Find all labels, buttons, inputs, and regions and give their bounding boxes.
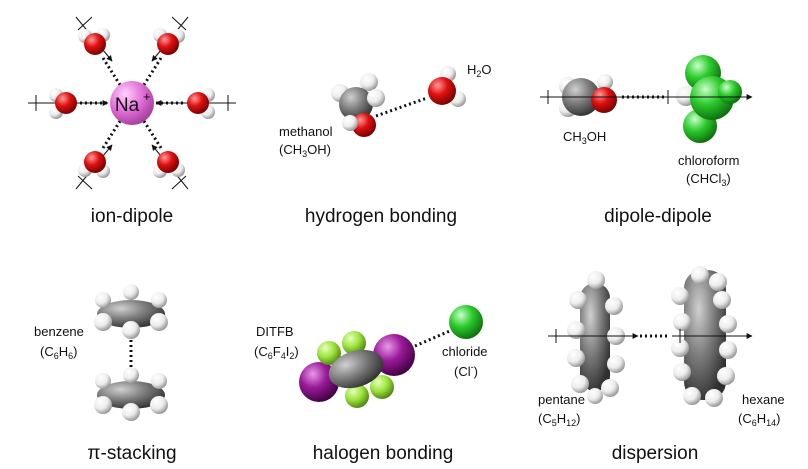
svg-text:(C6F4I2): (C6F4I2) [254, 344, 299, 361]
svg-text:(C6H6): (C6H6) [40, 344, 77, 361]
pentane-label: pentane (C5H12) [538, 392, 585, 428]
water-molecule-right [155, 88, 236, 119]
benzene-label: benzene (C6H6) [34, 324, 84, 361]
svg-text:(C5H12): (C5H12) [538, 411, 580, 428]
water-molecule-top-left [75, 16, 113, 62]
caption-halogen-bonding: halogen bonding [313, 443, 454, 464]
caption-dispersion: dispersion [612, 443, 699, 464]
svg-text:CH3OH: CH3OH [563, 129, 606, 146]
dipole-dipole-panel: CH3OH chloroform (CHCl3) dipole-dipole [540, 55, 753, 227]
hydrogen-bond-dots [375, 96, 428, 118]
svg-text:(CH3OH): (CH3OH) [279, 142, 331, 159]
halogen-bonding-panel: DITFB (C6F4I2) chloride (Cl-) halogen bo… [254, 305, 488, 464]
sodium-ion-charge: + [143, 89, 151, 104]
caption-pi-stacking: π-stacking [87, 443, 176, 464]
hexane-label: hexane (C6H14) [738, 392, 785, 428]
water-label: H2O [467, 62, 492, 79]
svg-text:(Cl-): (Cl-) [454, 362, 478, 379]
sodium-ion: Na + [110, 81, 154, 125]
water-molecule-hb [428, 66, 466, 107]
sodium-ion-sphere [110, 81, 154, 125]
caption-ion-dipole: ion-dipole [91, 206, 173, 227]
ch3oh-label: CH3OH [563, 129, 606, 146]
methanol-label: methanol (CH3OH) [279, 124, 333, 159]
svg-text:(CHCl3): (CHCl3) [686, 171, 731, 188]
hexane-molecule [671, 266, 737, 407]
caption-dipole-dipole: dipole-dipole [604, 206, 712, 227]
pentane-name: pentane [538, 392, 585, 407]
methanol-molecule [331, 73, 385, 137]
caption-hydrogen-bonding: hydrogen bonding [305, 206, 457, 227]
water-molecule-bottom-left [75, 144, 113, 190]
ditfb-label: DITFB (C6F4I2) [254, 324, 299, 361]
ditfb-molecule [299, 331, 415, 408]
halogen-bond-dots [414, 328, 453, 348]
benzene-top [94, 284, 168, 339]
sodium-ion-label: Na [115, 95, 140, 116]
ditfb-name: DITFB [256, 324, 294, 339]
ion-dipole-panel: Na + [28, 16, 236, 227]
water-molecule-bottom-right [151, 144, 189, 190]
hydrogen-bonding-panel: H2O methanol (CH3OH) hydrogen bonding [279, 62, 492, 227]
chloride-label: chloride (Cl-) [442, 344, 488, 379]
methanol-molecule-dd [559, 74, 617, 117]
water-molecule-left [28, 88, 109, 119]
chloride-ion [449, 305, 483, 339]
chloroform-name: chloroform [678, 153, 739, 168]
hexane-name: hexane [742, 392, 785, 407]
pi-stacking-panel: benzene (C6H6) π-stacking [34, 284, 177, 464]
benzene-name: benzene [34, 324, 84, 339]
water-molecule-top-right [151, 16, 189, 62]
chloride-name: chloride [442, 344, 488, 359]
dispersion-panel: pentane (C5H12) hexane (C6H14) dispersio… [538, 266, 785, 464]
benzene-bottom [94, 367, 168, 421]
chloroform-molecule [676, 55, 742, 143]
svg-text:(C6H14): (C6H14) [738, 411, 780, 428]
methanol-name: methanol [279, 124, 333, 139]
svg-text:H2O: H2O [467, 62, 492, 79]
chloroform-label: chloroform (CHCl3) [678, 153, 739, 188]
pentane-molecule [567, 271, 625, 404]
